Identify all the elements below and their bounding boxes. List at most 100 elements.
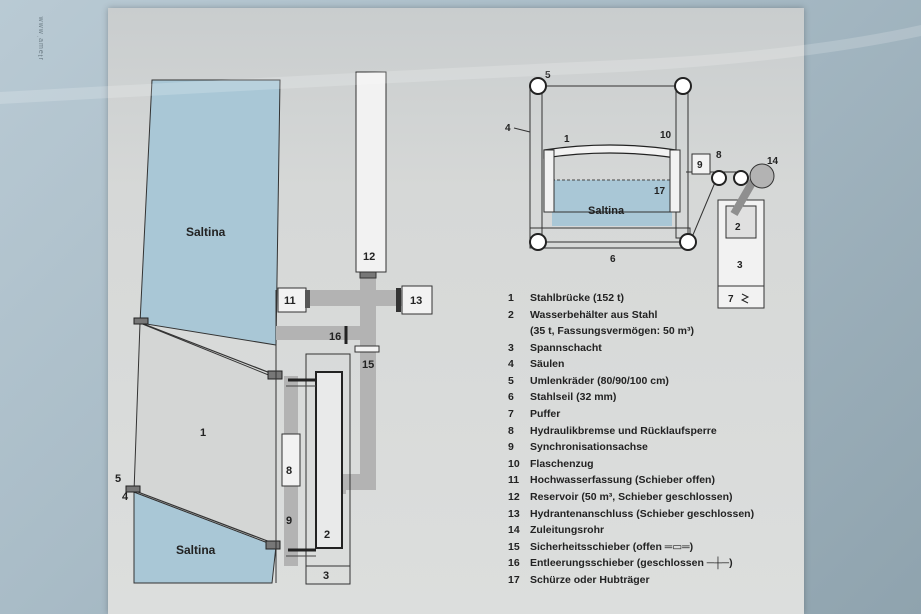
legend-text: Reservoir (50 m³, Schieber geschlossen) (530, 490, 733, 503)
label-r14: 14 (767, 156, 779, 167)
label-left-upper-water: Saltina (186, 225, 226, 239)
legend-item: 16 Entleerungsschieber (geschlossen ─┼─) (508, 558, 798, 575)
apron-right (669, 149, 681, 213)
wheel-bottom-right (679, 233, 697, 251)
legend-number: 14 (508, 524, 520, 537)
box-8 (281, 433, 301, 487)
label-r3: 3 (737, 260, 743, 271)
legend-number: 4 (508, 358, 514, 371)
wheel-bottom-left (529, 233, 547, 251)
legend-subtext: (35 t, Fassungsvermögen: 50 m³) (530, 324, 694, 337)
legend-number: 13 (508, 507, 520, 520)
legend-item: 12 Reservoir (50 m³, Schieber geschlossen… (508, 492, 798, 509)
legend-text: Zuleitungsrohr (530, 524, 605, 537)
label-r2: 2 (735, 222, 741, 233)
pipe-top-horizontal (310, 290, 405, 306)
label-n4: 4 (122, 491, 129, 503)
label-r6: 6 (610, 254, 616, 265)
wheel-top-left (529, 77, 547, 95)
legend-number: 3 (508, 341, 514, 354)
legend-number: 10 (508, 457, 520, 470)
box-9 (691, 153, 711, 175)
label-r10: 10 (660, 130, 672, 141)
label-n11: 11 (284, 295, 296, 307)
label-n1: 1 (200, 427, 206, 439)
legend-item: 11 Hochwasserfassung (Schieber offen) (508, 475, 798, 492)
legend-text: Schürze oder Hubträger (530, 573, 650, 586)
hinge-lower-left (125, 485, 141, 493)
wheels (529, 77, 749, 251)
legend-item: 7 Puffer (508, 409, 798, 426)
hinge-lower-right (265, 540, 281, 550)
legend-text: Entleerungsschieber (geschlossen ─┼─) (530, 557, 733, 570)
legend-text: Synchronisationsachse (530, 441, 648, 454)
right-water (552, 180, 672, 226)
left-upper-water (139, 79, 281, 346)
cable-to-drum (689, 179, 717, 243)
legend-number: 8 (508, 424, 514, 437)
label-right-water: Saltina (588, 205, 625, 217)
label-n8: 8 (286, 465, 292, 477)
tank-2 (315, 371, 343, 549)
label-n12: 12 (363, 251, 375, 263)
bridge-arc (543, 144, 677, 159)
pipe-16-horizontal (276, 326, 376, 340)
legend-text: Säulen (530, 358, 565, 371)
wheel-drum-2 (733, 170, 749, 186)
legend-text: Puffer (530, 407, 561, 420)
legend-text: Hydraulikbremse und Rücklaufsperre (530, 424, 717, 437)
wheel-drum-1 (711, 170, 727, 186)
legend-number: 17 (508, 573, 520, 586)
valve-15 (354, 345, 380, 353)
legend-number: 5 (508, 374, 514, 387)
wheel-top-right (674, 77, 692, 95)
pipe-14-head (749, 163, 775, 189)
legend-number: 7 (508, 407, 514, 420)
label-n9: 9 (286, 515, 292, 527)
legend-item: 6 Stahlseil (32 mm) (508, 392, 798, 409)
legend-item: 3 Spannschacht (508, 343, 798, 360)
legend-number: 11 (508, 474, 520, 487)
legend-number: 2 (508, 308, 514, 321)
buffer-7-spring (740, 293, 750, 304)
label-r9: 9 (697, 160, 703, 171)
legend-number: 6 (508, 391, 514, 404)
legend-item: 17 Schürze oder Hubträger (508, 575, 798, 592)
legend-number: 16 (508, 557, 520, 570)
label-n13: 13 (410, 295, 422, 307)
label-r8: 8 (716, 150, 722, 161)
valve-12 (359, 271, 377, 279)
legend-item: 14 Zuleitungsrohr (508, 525, 798, 542)
shaft-3-outer (305, 353, 351, 585)
valve-11 (305, 290, 310, 308)
label-r5: 5 (545, 70, 551, 81)
legend-text: Spannschacht (530, 341, 602, 354)
label-n5: 5 (115, 473, 121, 485)
legend-text: Hochwasserfassung (Schieber offen) (530, 474, 715, 487)
legend-item: 4 Säulen (508, 359, 798, 376)
deck-lower-edge (129, 488, 279, 546)
label-n16: 16 (329, 331, 341, 343)
legend-number: 12 (508, 490, 520, 503)
legend-number: 9 (508, 441, 514, 454)
tank-2-right (725, 205, 757, 239)
apron-left (543, 149, 555, 213)
legend-item: 5 Umlenkräder (80/90/100 cm) (508, 376, 798, 393)
label-r7: 7 (728, 294, 734, 305)
legend-text: Umlenkräder (80/90/100 cm) (530, 374, 669, 387)
column-left (529, 87, 543, 239)
legend-item: 8 Hydraulikbremse und Rücklaufsperre (508, 426, 798, 443)
glass-glare (0, 25, 921, 104)
reservoir-12 (355, 71, 387, 273)
legend-text: Stahlseil (32 mm) (530, 391, 617, 404)
legend-item: 9 Synchronisationsachse (508, 442, 798, 459)
label-r17: 17 (654, 186, 666, 197)
label-r1: 1 (564, 134, 570, 145)
hinge-upper-right (267, 370, 283, 380)
